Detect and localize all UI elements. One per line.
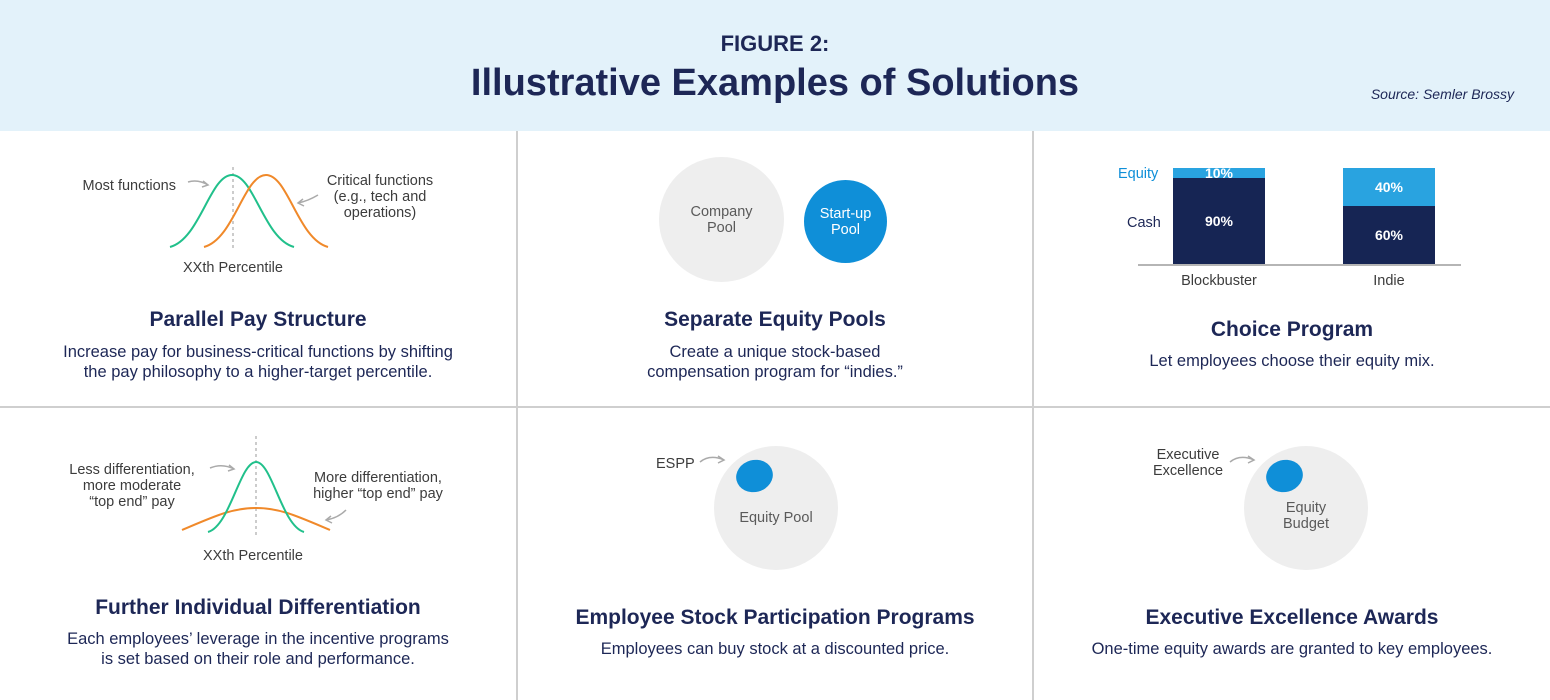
pools-description: Create a unique stock-based compensation… (647, 343, 903, 381)
parallel-description: Increase pay for business-critical funct… (63, 343, 453, 381)
divider-vertical-1 (516, 131, 518, 700)
category-label-indie: Indie (1373, 273, 1405, 289)
chart-baseline (1138, 264, 1461, 266)
source-note: Source: Semler Brossy (1370, 86, 1514, 102)
choice-title: Choice Program (1210, 318, 1374, 341)
parallel-axis-label: XXth Percentile (183, 260, 283, 276)
bar-indie-equity: 40% (1343, 168, 1435, 207)
label-espp: ESPP (656, 456, 695, 472)
startup-pool-circle: Start-up Pool (804, 180, 887, 263)
choice-chart: 90% 10% Blockbuster 60% 40% Indie (1034, 131, 1550, 301)
arrow-espp (699, 455, 726, 464)
header-banner: FIGURE 2: Illustrative Examples of Solut… (0, 0, 1550, 131)
company-pool-circle: Company Pool (659, 157, 784, 282)
figure-title: Illustrative Examples of Solutions (470, 62, 1080, 104)
bar-indie-cash: 60% (1343, 206, 1435, 264)
panel-differentiation: Less differentiation, more moderate “top… (0, 408, 516, 700)
divider-vertical-2 (1032, 131, 1034, 700)
executive-description: One-time equity awards are granted to ke… (1091, 640, 1493, 658)
differentiation-description: Each employees’ leverage in the incentiv… (67, 630, 449, 668)
arrow-executive (1229, 455, 1256, 464)
parallel-title: Parallel Pay Structure (149, 308, 367, 331)
panel-choice-program: Equity Cash 90% 10% Blockbuster 60% 40% Indie… (1034, 131, 1550, 406)
panel-executive: Equity Budget Executive Excellence Execu… (1034, 408, 1550, 700)
bar-blockbuster-equity: 10% (1173, 164, 1265, 181)
label-executive-excellence: Executive Excellence (1152, 447, 1224, 479)
panel-parallel-pay: Most functions Critical functions (e.g.,… (0, 131, 516, 406)
differentiation-axis-label: XXth Percentile (203, 548, 303, 564)
pools-title: Separate Equity Pools (664, 308, 886, 331)
panel-espp: Equity Pool ESPP Employee Stock Particip… (518, 408, 1032, 700)
bar-blockbuster-cash: 90% (1173, 177, 1265, 264)
choice-description: Let employees choose their equity mix. (1149, 352, 1435, 370)
figure-label: FIGURE 2: (720, 31, 830, 56)
espp-title: Employee Stock Participation Programs (575, 606, 975, 629)
bar-value-label: 40% (1374, 179, 1404, 196)
espp-description: Employees can buy stock at a discounted … (600, 640, 950, 658)
executive-title: Executive Excellence Awards (1145, 606, 1439, 629)
wide-curve (181, 506, 331, 531)
differentiation-title: Further Individual Differentiation (95, 596, 421, 619)
arrow-critical (297, 194, 319, 204)
narrow-curve (207, 460, 305, 533)
equity-pool-circle: Equity Pool (714, 446, 838, 570)
category-label-blockbuster: Blockbuster (1181, 273, 1257, 289)
parallel-curves (169, 167, 329, 248)
label-critical-functions: Critical functions (e.g., tech and opera… (326, 173, 434, 221)
legend-equity: Equity (1118, 166, 1159, 182)
divider-horizontal (0, 406, 1550, 408)
arrow-more (325, 509, 347, 521)
differentiation-curves (181, 436, 347, 536)
critical-functions-curve (203, 173, 329, 248)
label-most-functions: Most functions (82, 178, 177, 194)
bar-value-label: 60% (1374, 227, 1404, 244)
panel-equity-pools: Company Pool Start-up Pool Separate Equi… (518, 131, 1032, 406)
equity-budget-circle: Equity Budget (1244, 446, 1368, 570)
label-more-differentiation: More differentiation, higher “top end” p… (313, 470, 443, 502)
label-less-differentiation: Less differentiation, more moderate “top… (69, 462, 195, 510)
bar-value-label: 10% (1204, 164, 1234, 181)
most-functions-curve (169, 173, 295, 248)
bar-value-label: 90% (1204, 212, 1234, 229)
legend-cash: Cash (1127, 215, 1161, 231)
